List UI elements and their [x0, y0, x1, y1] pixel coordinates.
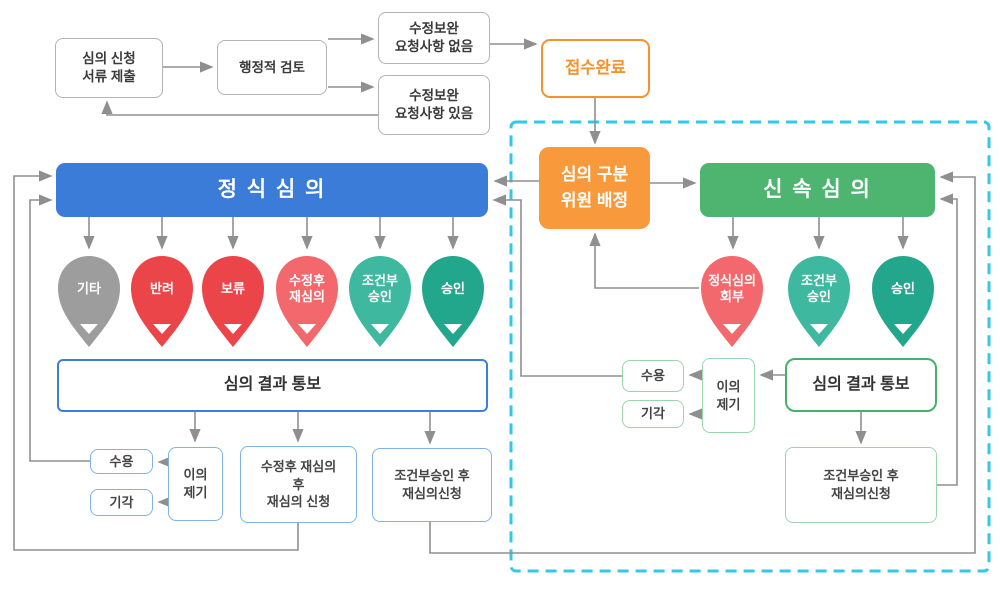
- expedited-outcome-drop-conditional: 조건부 승인: [785, 253, 853, 349]
- triangle-down-icon: [723, 324, 741, 334]
- triangle-down-icon: [224, 324, 242, 334]
- formal-outcome-drop-etc: 기타: [55, 253, 123, 349]
- arrow-referral-to-assign: [589, 232, 699, 289]
- drop-shape: [422, 256, 484, 347]
- drop-shape: [788, 256, 850, 347]
- loop-rereview-to-formal: [13, 170, 299, 551]
- expedited-accept-node: 수용: [622, 360, 684, 392]
- formal-reject-node: 기각: [90, 489, 153, 516]
- expedited-review-title: 신 속 심 의: [700, 163, 935, 217]
- drop-shape: [58, 256, 120, 347]
- formal-outcome-drop-approve: 승인: [419, 253, 487, 349]
- formal-outcome-drop-hold: 보류: [199, 253, 267, 349]
- drop-shape: [202, 256, 264, 347]
- triangle-down-icon: [80, 324, 98, 334]
- intake-complete-node: 접수완료: [541, 39, 650, 98]
- expedited-objection-node: 이의 제기: [702, 358, 755, 433]
- expedited-conditional-rereview-node: 조건부승인 후 재심의신청: [785, 447, 937, 523]
- no-revision-request-node: 수정보완 요청사항 없음: [378, 12, 490, 64]
- expedited-result-notice-node: 심의 결과 통보: [785, 358, 937, 412]
- formal-result-notice-node: 심의 결과 통보: [57, 359, 488, 412]
- triangle-down-icon: [371, 324, 389, 334]
- formal-review-title: 정 식 심 의: [56, 163, 488, 217]
- drop-shape: [701, 256, 763, 347]
- administrative-review-node: 행정적 검토: [217, 40, 327, 95]
- loop-accept-to-formal: [29, 194, 90, 462]
- expedited-reject-node: 기각: [622, 400, 684, 428]
- revision-request-node: 수정보완 요청사항 있음: [378, 75, 490, 135]
- assign-committee-node: 심의 구분 위원 배정: [539, 147, 650, 229]
- formal-outcome-drop-revise-rereview: 수정후 재심의: [273, 253, 341, 349]
- loop-accept-right-to-formal: [492, 194, 622, 377]
- triangle-down-icon: [444, 324, 462, 334]
- formal-conditional-rereview-node: 조건부승인 후 재심의신청: [372, 448, 492, 522]
- triangle-down-icon: [894, 324, 912, 334]
- arrow-revision-loop-to-submit: [101, 100, 378, 116]
- formal-rereview-request-node: 수정후 재심의 후 재심의 신청: [240, 446, 357, 523]
- submit-documents-node: 심의 신청 서류 제출: [55, 38, 163, 98]
- formal-objection-node: 이의 제기: [168, 447, 223, 521]
- expedited-outcome-drop-referral: 정식심의 회부: [698, 253, 766, 349]
- formal-accept-node: 수용: [90, 449, 153, 474]
- drop-shape: [276, 256, 338, 347]
- triangle-down-icon: [298, 324, 316, 334]
- drop-shape: [131, 256, 193, 347]
- drop-shape: [349, 256, 411, 347]
- drop-shape: [872, 256, 934, 347]
- loop-conditional-to-expedited: [429, 171, 976, 554]
- loop-conditional-right-to-expedited: [937, 193, 958, 486]
- triangle-down-icon: [153, 324, 171, 334]
- triangle-down-icon: [810, 324, 828, 334]
- formal-outcome-drop-return: 반려: [128, 253, 196, 349]
- expedited-outcome-drop-approve: 승인: [869, 253, 937, 349]
- formal-outcome-drop-conditional: 조건부 승인: [346, 253, 414, 349]
- expedited-zone-dashed-border: [509, 120, 991, 573]
